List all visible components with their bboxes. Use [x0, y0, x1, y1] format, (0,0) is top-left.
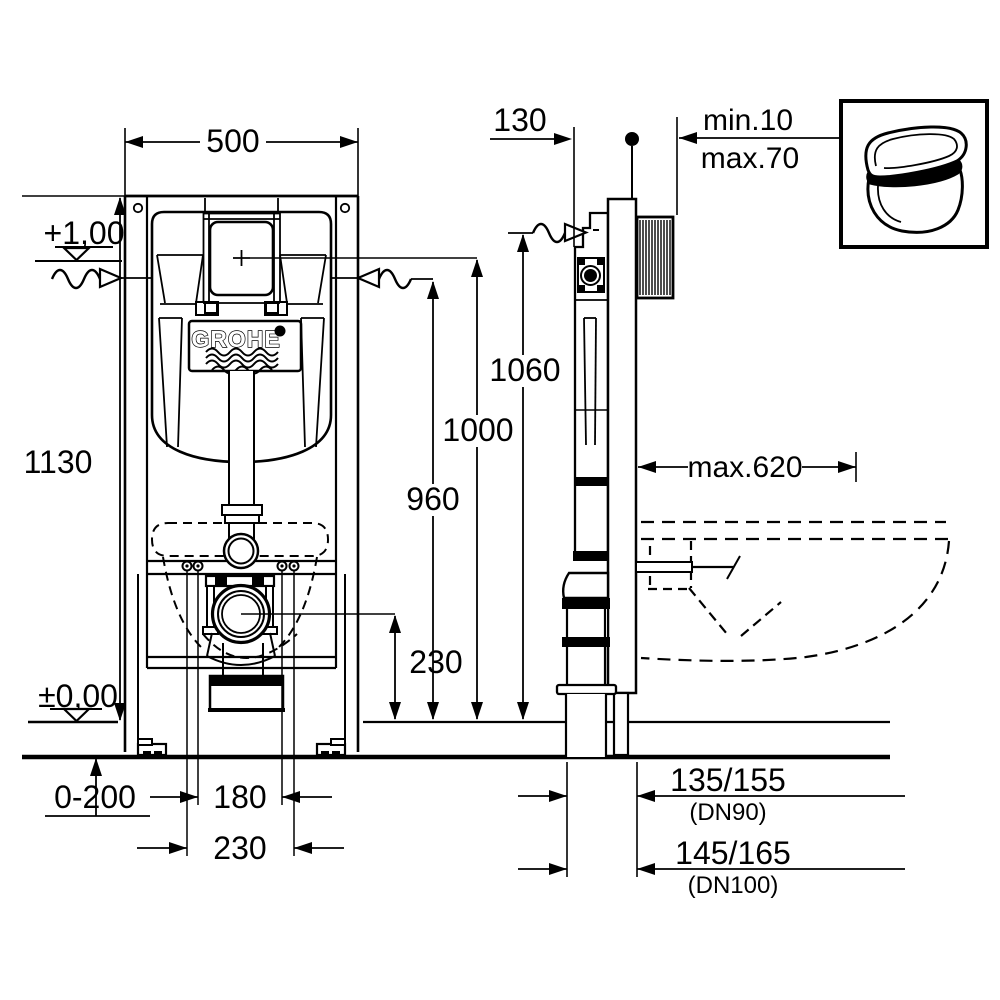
cistern-seal-band-lower — [573, 551, 610, 561]
dim-max620-group — [638, 452, 857, 482]
dim-max70: max.70 — [701, 142, 799, 175]
dim-dn90-group — [518, 762, 905, 877]
dim-max620: max.620 — [687, 451, 802, 484]
cistern-side-details — [575, 299, 608, 446]
dim-0-200: 0-200 — [54, 779, 136, 815]
label-dn100: (DN100) — [688, 872, 779, 899]
wall-finish-arrow-right — [331, 267, 433, 290]
flush-plate-center-mark — [233, 250, 250, 266]
label-dn90: (DN90) — [689, 799, 766, 826]
dim-min10: min.10 — [703, 104, 793, 137]
level-plus-100: +1,00 — [44, 215, 125, 251]
dim-1060: 1060 — [489, 352, 560, 388]
grohe-logo-dot — [274, 325, 286, 337]
supply-squiggle-arrow — [531, 222, 599, 244]
grohe-logo-text: GROHE — [191, 326, 280, 352]
dim-230-bottom: 230 — [213, 830, 266, 866]
side-view — [555, 197, 951, 757]
corner-screw-left — [132, 202, 144, 214]
corner-screw-right — [339, 202, 351, 214]
fixing-bolts — [181, 560, 300, 856]
inlet-pipe-circle-inner — [227, 537, 255, 565]
front-view: GROHE — [22, 194, 360, 856]
dim-130: 130 — [493, 102, 546, 138]
bowl-support-bolt — [635, 555, 741, 580]
level-plus100-group: +1,00 — [35, 215, 125, 262]
level-zero-group: ±0,00 — [38, 678, 118, 723]
dimensions: 500 1130 +1,00 — [24, 102, 905, 899]
dim-500-group — [124, 128, 359, 196]
dim-dn100-group — [518, 863, 905, 875]
dim-1000-group — [471, 259, 483, 720]
dim-230-outlet-group — [241, 613, 401, 720]
dim-1130-group — [114, 197, 126, 721]
frame-feet — [136, 738, 347, 757]
grohe-logo-waves — [205, 347, 279, 375]
bracket-foot-right — [265, 302, 279, 314]
drain-elbow-side — [555, 571, 618, 757]
frame-structure — [22, 194, 360, 752]
drain-assembly — [202, 574, 285, 712]
water-connection-fitting — [577, 257, 605, 293]
level-triangle-top — [61, 246, 92, 262]
rail-foot-side — [612, 691, 630, 757]
dim-960-group — [427, 281, 439, 720]
pipe-flange-upper — [221, 504, 263, 516]
dim-1130: 1130 — [24, 444, 93, 480]
grohe-badge: GROHE — [187, 319, 303, 375]
dim-230-bottom-group — [137, 842, 344, 854]
dim-0-200-group — [45, 758, 198, 817]
dim-180: 180 — [213, 779, 266, 815]
dim-1060-group — [508, 232, 533, 720]
dim-960: 960 — [406, 481, 459, 517]
dim-135-155: 135/155 — [670, 762, 786, 798]
dim-130-group — [490, 127, 575, 247]
toilet-icon — [839, 99, 989, 249]
cistern-seal-band-upper — [575, 477, 608, 486]
level-triangle-floor — [61, 707, 92, 723]
wall-reference-marker — [625, 132, 639, 199]
dim-230-outlet: 230 — [409, 644, 462, 680]
pipe-flange-lower — [224, 514, 260, 524]
toilet-lid-inner-line — [873, 133, 958, 169]
wall-finish-arrow-left — [50, 267, 152, 290]
bracket-foot-left — [204, 302, 218, 314]
threaded-flush-pipe — [635, 215, 675, 300]
dim-180-group — [282, 791, 332, 803]
bowl-outline-side-dashed — [640, 520, 951, 662]
rail-side — [606, 197, 638, 695]
dim-500: 500 — [206, 123, 259, 159]
dim-1000: 1000 — [442, 412, 513, 448]
dim-145-165: 145/165 — [675, 835, 791, 871]
